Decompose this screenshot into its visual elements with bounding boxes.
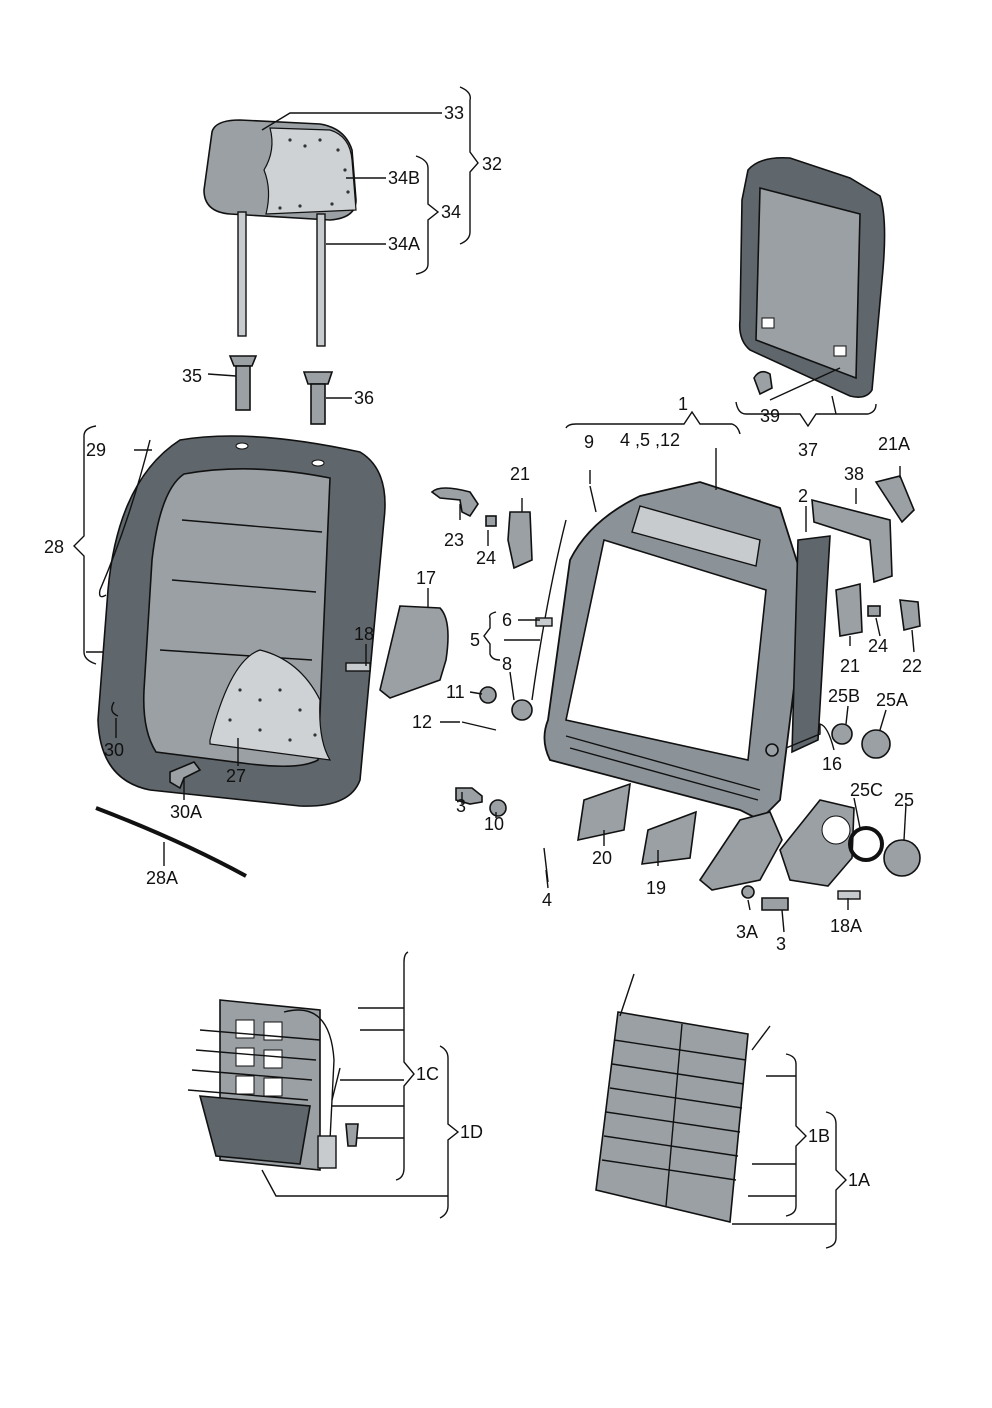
label-12: 12 (412, 712, 432, 732)
label-1C: 1C (416, 1064, 439, 1084)
clip-30 (111, 701, 119, 717)
label-23: 23 (444, 530, 464, 550)
bolt-6 (535, 617, 553, 627)
cable-5 (531, 519, 567, 701)
cap-22 (899, 599, 921, 631)
label-3a: 3 (456, 796, 466, 816)
label-38: 38 (844, 464, 864, 484)
label-11: 11 (446, 682, 465, 702)
label-39: 39 (760, 406, 780, 426)
label-25A: 25A (876, 690, 908, 710)
bolt-18A (837, 890, 861, 900)
leader-lines (73, 86, 915, 1249)
rear-panel (738, 156, 886, 398)
label-21A: 21A (878, 434, 910, 454)
trim-21A (874, 475, 915, 524)
label-4-5-12: 4 ,5 ,12 (620, 430, 680, 450)
lumbar-support (187, 999, 359, 1171)
label-10: 10 (484, 814, 504, 834)
label-1A: 1A (848, 1170, 870, 1190)
label-35: 35 (182, 366, 202, 386)
nut-11 (479, 686, 497, 704)
backrest-frame (543, 481, 807, 822)
padding-2 (791, 535, 831, 754)
label-37: 37 (798, 440, 818, 460)
bushing-10 (489, 799, 507, 817)
label-18A: 18A (830, 916, 862, 936)
cap-25B (831, 723, 853, 745)
label-29: 29 (86, 440, 106, 460)
rod-28A (95, 806, 247, 878)
backrest-cushion (97, 435, 386, 807)
bolt-18 (345, 662, 371, 672)
label-27: 27 (226, 766, 246, 786)
clip-24b (867, 605, 881, 617)
label-3A: 3A (736, 922, 758, 942)
clip-24a (485, 515, 497, 527)
label-24b: 24 (868, 636, 888, 656)
bolt-3b (761, 897, 789, 911)
label-34A: 34A (388, 234, 420, 254)
label-16: 16 (822, 754, 842, 774)
label-30: 30 (104, 740, 124, 760)
label-5: 5 (470, 630, 480, 650)
knob-25 (883, 839, 921, 877)
label-1D: 1D (460, 1122, 483, 1142)
label-28: 28 (44, 537, 64, 557)
label-18: 18 (354, 624, 374, 644)
label-36: 36 (354, 388, 374, 408)
label-19: 19 (646, 878, 666, 898)
cover-19 (641, 810, 697, 865)
label-25: 25 (894, 790, 914, 810)
cover-20 (577, 782, 631, 842)
label-34B: 34B (388, 168, 420, 188)
hinge-plate (698, 811, 783, 891)
label-22: 22 (902, 656, 922, 676)
headrest-guide-36 (302, 371, 334, 425)
label-33: 33 (444, 103, 464, 123)
label-21b: 21 (840, 656, 860, 676)
label-21a: 21 (510, 464, 530, 484)
ring-25C (848, 826, 884, 862)
cover-17 (379, 605, 449, 699)
cover-21b (835, 582, 863, 637)
label-1: 1 (678, 394, 688, 414)
label-25C: 25C (850, 780, 883, 800)
bushing-16 (765, 743, 779, 757)
label-20: 20 (592, 848, 612, 868)
label-17: 17 (416, 568, 436, 588)
label-4: 4 (542, 890, 552, 910)
lever-8 (511, 699, 533, 721)
seat-mat (595, 973, 771, 1223)
label-6: 6 (502, 610, 512, 630)
label-3b: 3 (776, 934, 786, 954)
cover-38 (811, 498, 893, 584)
headrest (203, 119, 357, 347)
rivet-12 (461, 721, 497, 731)
label-25B: 25B (828, 686, 860, 706)
label-9: 9 (584, 432, 594, 452)
label-34: 34 (441, 202, 461, 222)
recliner-plate (779, 799, 855, 887)
handle-23 (430, 487, 479, 518)
callout-labels: 33 32 34B 34 34A 35 36 29 28 30 27 30A 2… (44, 103, 922, 1190)
wire-29 (98, 439, 151, 598)
clip-39 (753, 370, 773, 396)
spring-9 (589, 485, 597, 513)
washer-3A (741, 885, 755, 899)
label-32: 32 (482, 154, 502, 174)
headrest-guide-35 (228, 355, 258, 411)
cover-21a (507, 511, 533, 570)
label-2: 2 (798, 486, 808, 506)
label-30A: 30A (170, 802, 202, 822)
recliner-hole (821, 815, 851, 845)
knob-25A (861, 729, 891, 759)
label-28A: 28A (146, 868, 178, 888)
label-1B: 1B (808, 1126, 830, 1146)
label-8: 8 (502, 654, 512, 674)
label-24a: 24 (476, 548, 496, 568)
